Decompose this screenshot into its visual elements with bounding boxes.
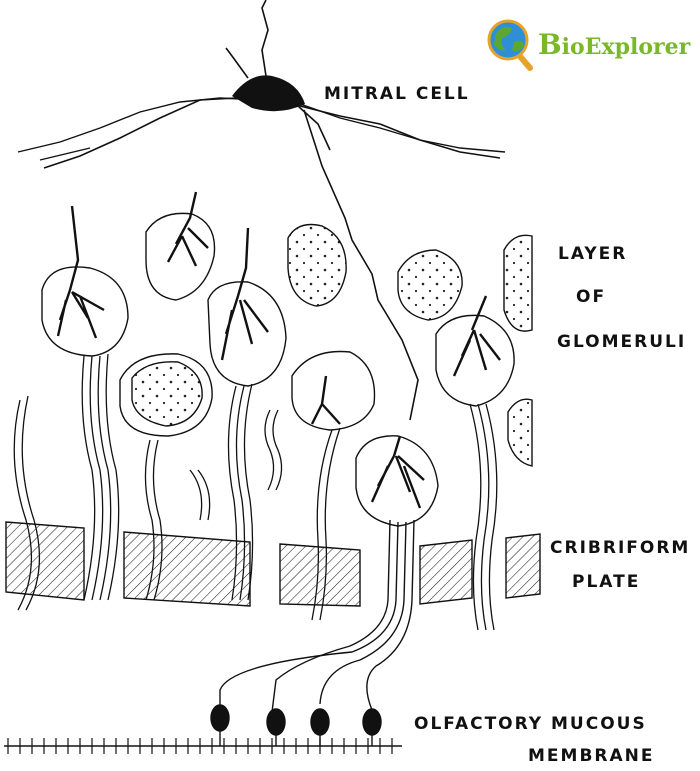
receptor-fibers (219, 519, 415, 713)
cribriform-label: CRIBRIFORM (550, 538, 691, 558)
receptor-cell (210, 704, 230, 732)
dendritic-tufts (56, 191, 501, 509)
glomerulus (507, 398, 533, 467)
bioexplorer-logo: BioExplorer (486, 16, 692, 74)
receptor-cell (362, 708, 382, 736)
glomerulus (131, 361, 203, 427)
glomerulus (291, 350, 376, 431)
logo-text: BioExplorer (538, 28, 690, 61)
glomerulus (435, 314, 515, 407)
receptor-cell (266, 708, 286, 736)
mitral-cell-label: MITRAL CELL (324, 84, 470, 104)
globe-magnifier-icon (487, 19, 533, 71)
glomerulus (503, 234, 533, 332)
mitral-cell (43, 0, 501, 421)
olfactory-mucous-label: OLFACTORY MUCOUS (414, 714, 647, 734)
receptor-cell (310, 708, 330, 736)
glomerulus (207, 281, 287, 387)
logo-rest: ioExplorer (561, 34, 691, 60)
of-label: OF (576, 287, 607, 307)
logo-initial: B (538, 28, 562, 61)
glomerulus (287, 223, 347, 307)
glomerulus (145, 212, 216, 301)
cribriform-plate (5, 521, 541, 607)
glomerulus (397, 249, 463, 321)
glomeruli-label: GLOMERULI (557, 332, 687, 352)
mucous-membrane (4, 738, 402, 754)
glomerulus (355, 435, 439, 527)
plate-label: PLATE (572, 572, 641, 592)
membrane-label: MEMBRANE (528, 746, 655, 766)
stippled-glomeruli (131, 223, 533, 467)
glomerulus (119, 353, 213, 437)
glomeruli (41, 212, 515, 527)
glomerulus (41, 266, 129, 357)
layer-label: LAYER (558, 244, 628, 264)
